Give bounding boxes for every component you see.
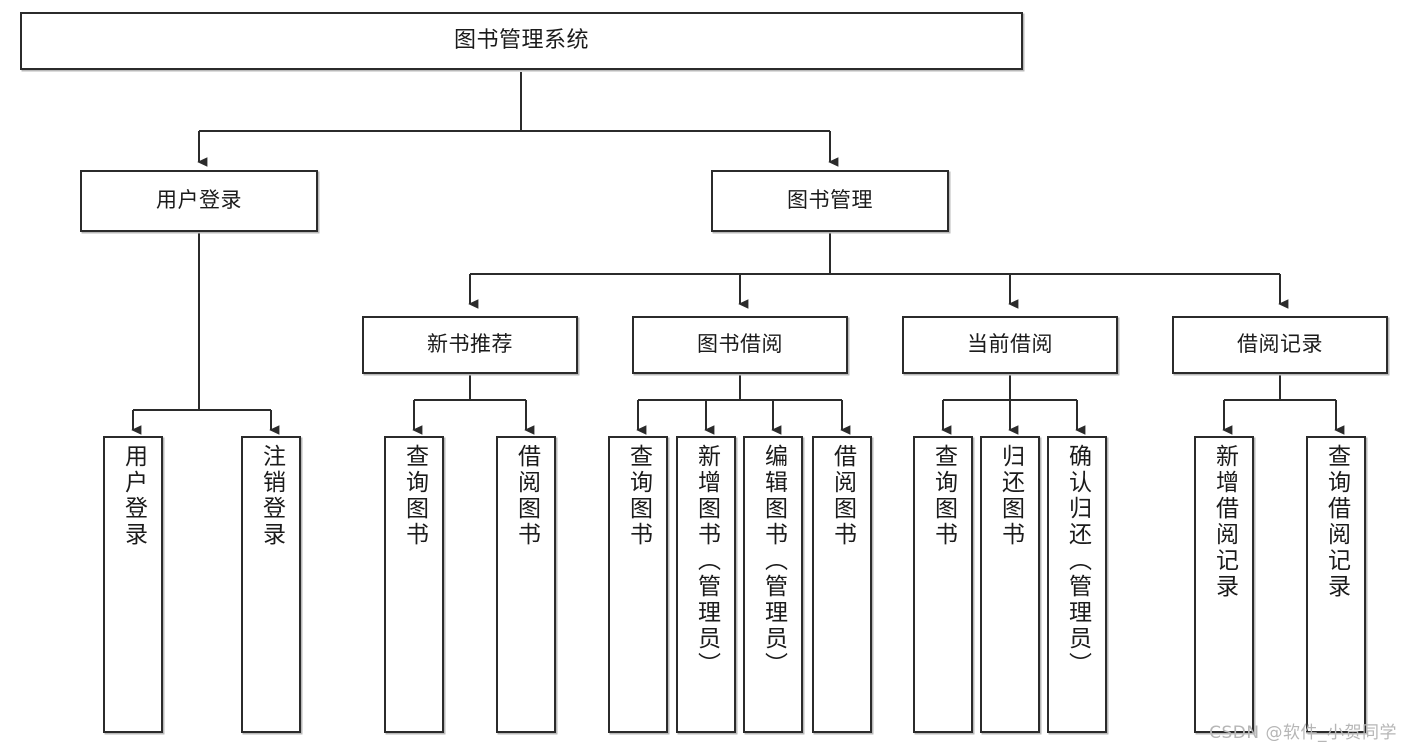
node-label: 新书推荐: [427, 332, 513, 357]
node-leaf-add-book[interactable]: 新增图书（管理员）: [676, 436, 736, 733]
node-label: 图书借阅: [697, 332, 783, 357]
node-leaf-return-book[interactable]: 归还图书: [980, 436, 1040, 733]
node-current-borrow[interactable]: 当前借阅: [902, 316, 1118, 374]
node-label: 当前借阅: [967, 332, 1053, 357]
node-leaf-user-login[interactable]: 用户登录: [103, 436, 163, 733]
node-label: 查询图书: [401, 444, 428, 548]
node-label: 图书管理: [787, 188, 873, 213]
node-label: 查询借阅记录: [1323, 444, 1350, 600]
node-label: 编辑图书（管理员）: [760, 444, 787, 678]
node-leaf-query-record[interactable]: 查询借阅记录: [1306, 436, 1366, 733]
node-label: 注销登录: [258, 444, 285, 548]
node-label: 图书管理系统: [453, 27, 589, 53]
node-leaf-query-book-2[interactable]: 查询图书: [608, 436, 668, 733]
node-label: 用户登录: [156, 188, 242, 213]
node-leaf-confirm-return[interactable]: 确认归还（管理员）: [1047, 436, 1107, 733]
node-book-borrow[interactable]: 图书借阅: [632, 316, 848, 374]
node-leaf-borrow-book-1[interactable]: 借阅图书: [496, 436, 556, 733]
node-new-book-recommend[interactable]: 新书推荐: [362, 316, 578, 374]
node-leaf-add-record[interactable]: 新增借阅记录: [1194, 436, 1254, 733]
node-label: 归还图书: [997, 444, 1024, 548]
csdn-watermark: CSDN @软件_小贺同学: [1209, 723, 1397, 743]
node-label: 借阅图书: [829, 444, 856, 548]
node-leaf-logout[interactable]: 注销登录: [241, 436, 301, 733]
node-label: 借阅记录: [1237, 332, 1323, 357]
node-book-management[interactable]: 图书管理: [711, 170, 949, 232]
node-leaf-query-book-1[interactable]: 查询图书: [384, 436, 444, 733]
node-leaf-edit-book[interactable]: 编辑图书（管理员）: [743, 436, 803, 733]
node-label: 确认归还（管理员）: [1064, 444, 1091, 678]
node-leaf-borrow-book-2[interactable]: 借阅图书: [812, 436, 872, 733]
node-label: 查询图书: [625, 444, 652, 548]
node-label: 用户登录: [120, 444, 147, 548]
node-label: 新增图书（管理员）: [693, 444, 720, 678]
node-label: 借阅图书: [513, 444, 540, 548]
node-leaf-query-book-3[interactable]: 查询图书: [913, 436, 973, 733]
node-label: 新增借阅记录: [1211, 444, 1238, 600]
node-user-login[interactable]: 用户登录: [80, 170, 318, 232]
node-root-book-management-system[interactable]: 图书管理系统: [20, 12, 1023, 70]
node-label: 查询图书: [930, 444, 957, 548]
node-borrow-record[interactable]: 借阅记录: [1172, 316, 1388, 374]
